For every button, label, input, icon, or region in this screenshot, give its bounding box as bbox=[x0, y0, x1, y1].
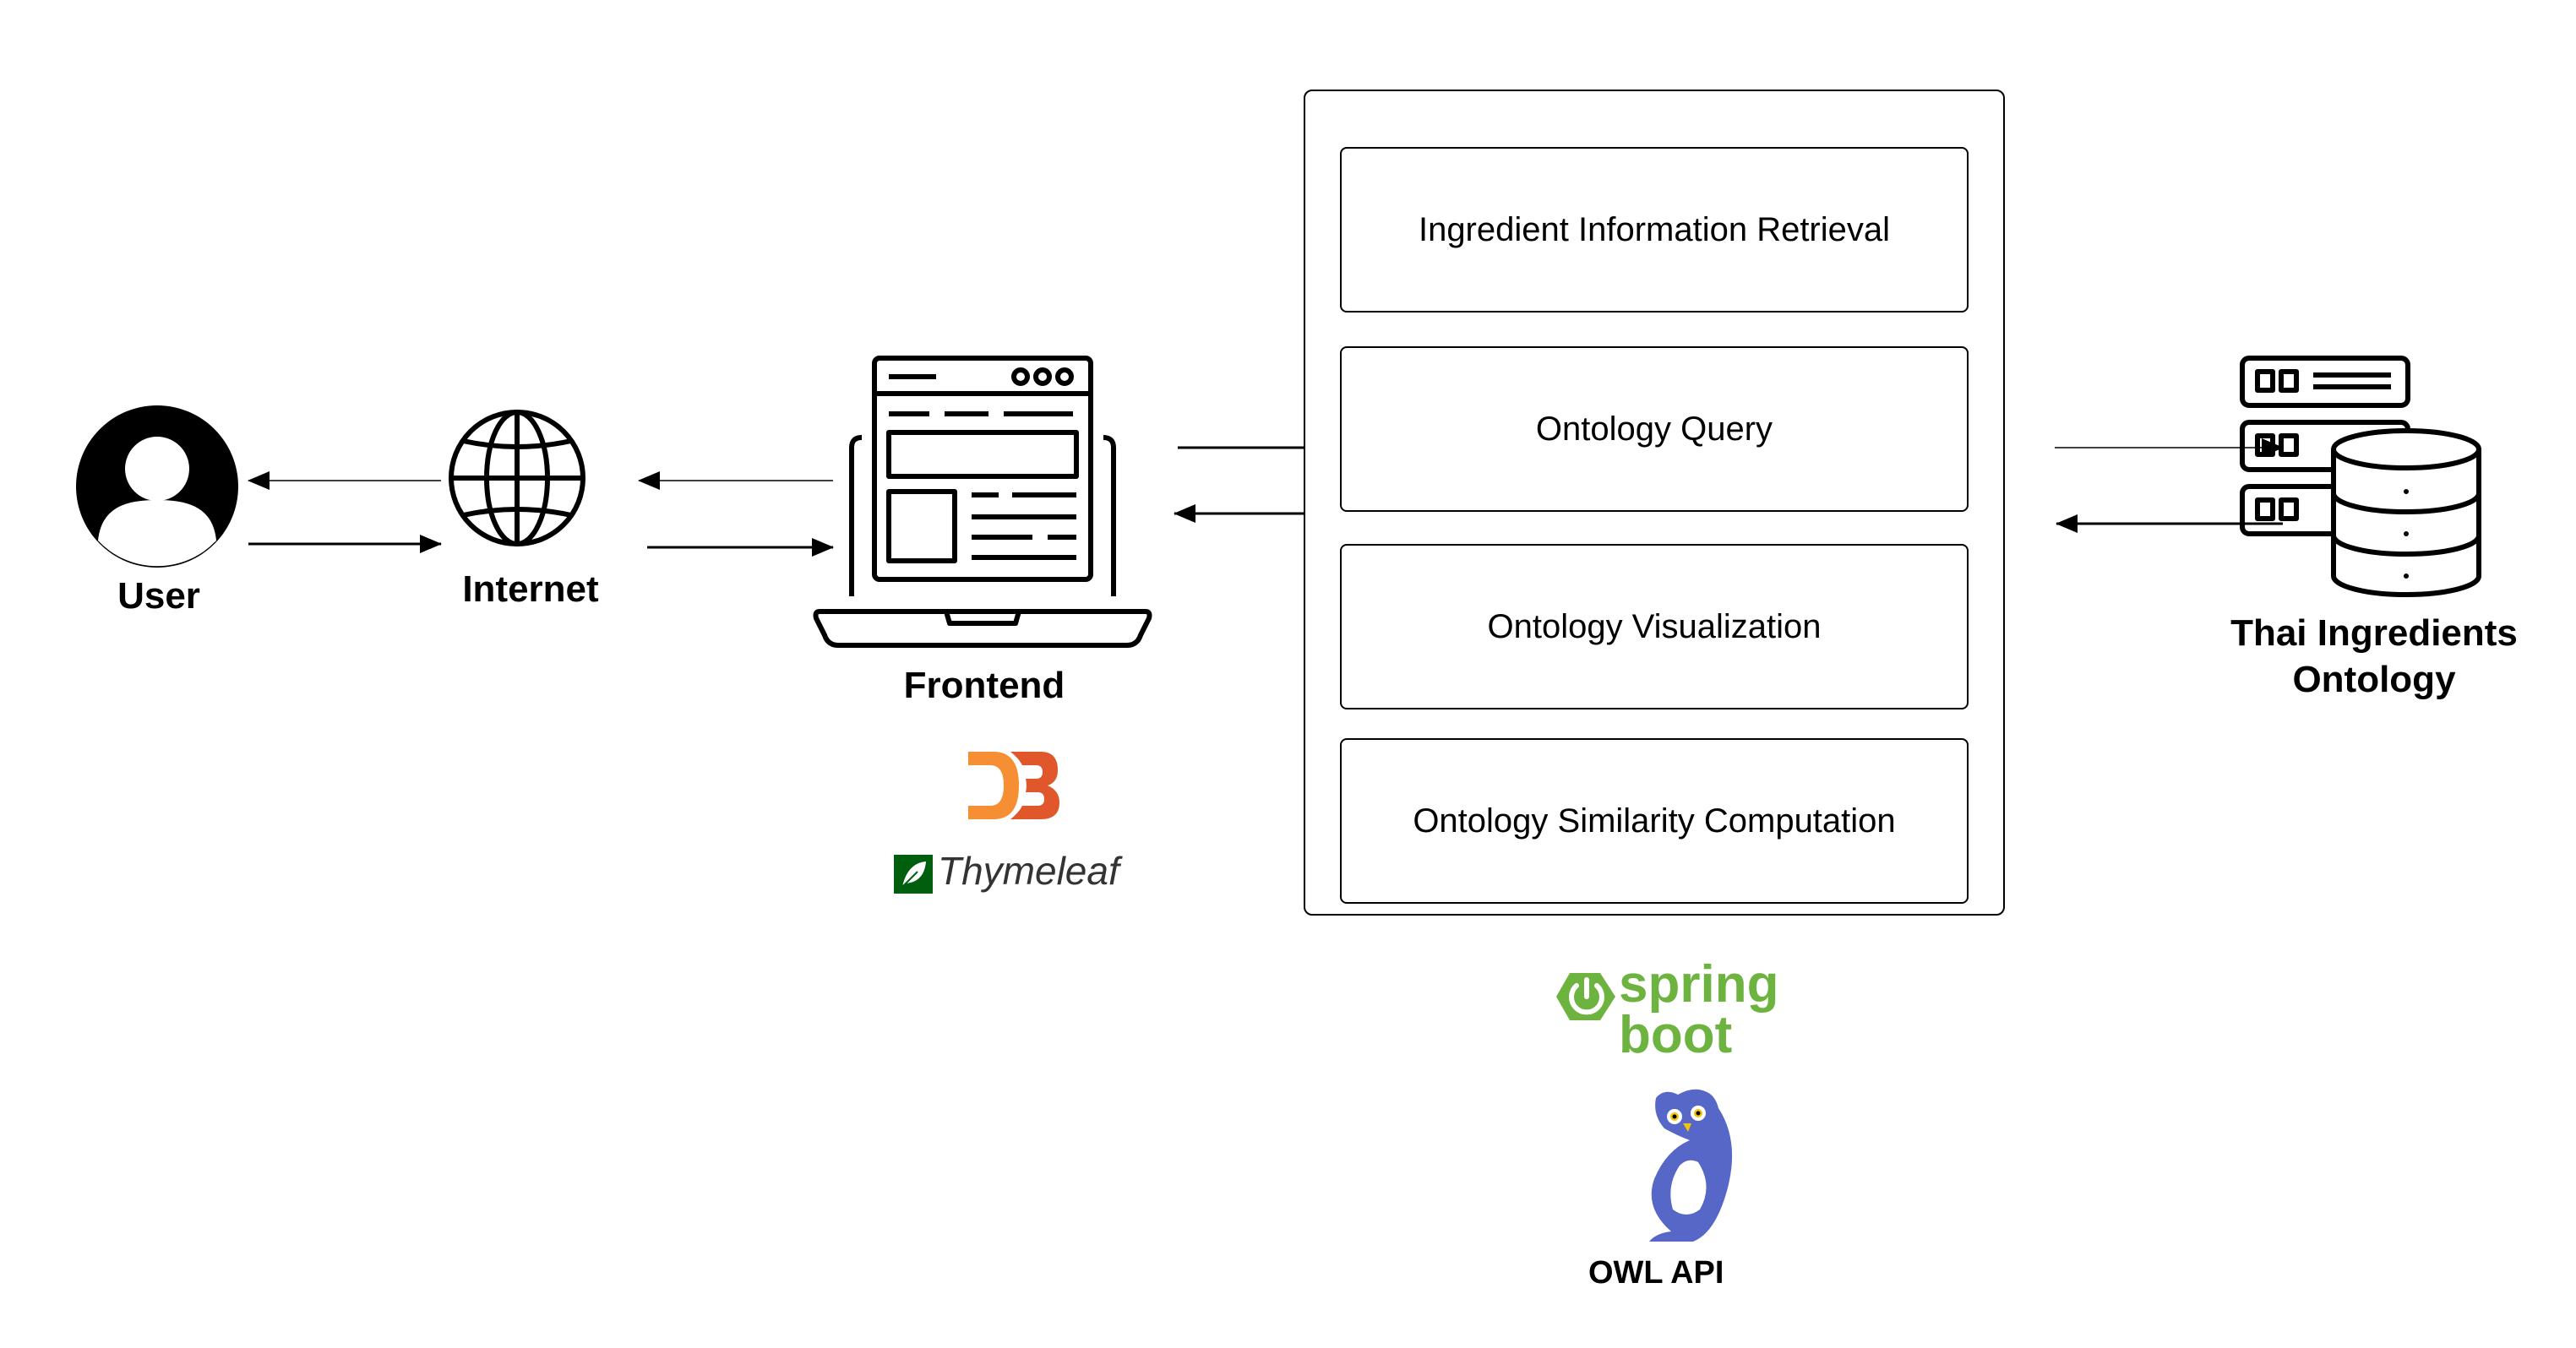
spring-logo-line2: boot bbox=[1619, 1006, 1733, 1064]
service-ontology-visualization: Ontology Visualization bbox=[1340, 544, 1969, 709]
user-label: User bbox=[117, 575, 200, 617]
thymeleaf-logo-text: Thymeleaf bbox=[938, 849, 1119, 893]
service-label: Ontology Visualization bbox=[1487, 607, 1822, 645]
spring-boot-icon bbox=[1556, 973, 1615, 1020]
ontology-label: Thai Ingredients Ontology bbox=[2214, 610, 2535, 703]
d3-logo-icon bbox=[968, 752, 1059, 819]
service-ontology-query: Ontology Query bbox=[1340, 346, 1969, 512]
laptop-icon bbox=[813, 356, 1152, 648]
service-label: Ontology Query bbox=[1535, 410, 1773, 448]
thymeleaf-icon bbox=[894, 855, 933, 894]
globe-icon bbox=[449, 410, 585, 546]
service-label: Ontology Similarity Computation bbox=[1413, 802, 1896, 840]
frontend-label: Frontend bbox=[903, 665, 1065, 706]
database-server-icon bbox=[2240, 356, 2481, 597]
owl-icon bbox=[1649, 1089, 1733, 1242]
internet-label: Internet bbox=[462, 568, 599, 610]
owl-api-label: OWL API bbox=[1588, 1255, 1724, 1291]
service-ontology-similarity-computation: Ontology Similarity Computation bbox=[1340, 738, 1969, 904]
service-ingredient-information-retrieval: Ingredient Information Retrieval bbox=[1340, 147, 1969, 313]
spring-boot-logo-text: spring boot bbox=[1619, 955, 1779, 1064]
spring-logo-line1: spring bbox=[1619, 955, 1779, 1014]
ontology-label-line1: Thai Ingredients bbox=[2230, 612, 2518, 654]
ontology-label-line2: Ontology bbox=[2292, 659, 2456, 700]
service-label: Ingredient Information Retrieval bbox=[1418, 210, 1891, 248]
user-icon bbox=[76, 405, 238, 568]
